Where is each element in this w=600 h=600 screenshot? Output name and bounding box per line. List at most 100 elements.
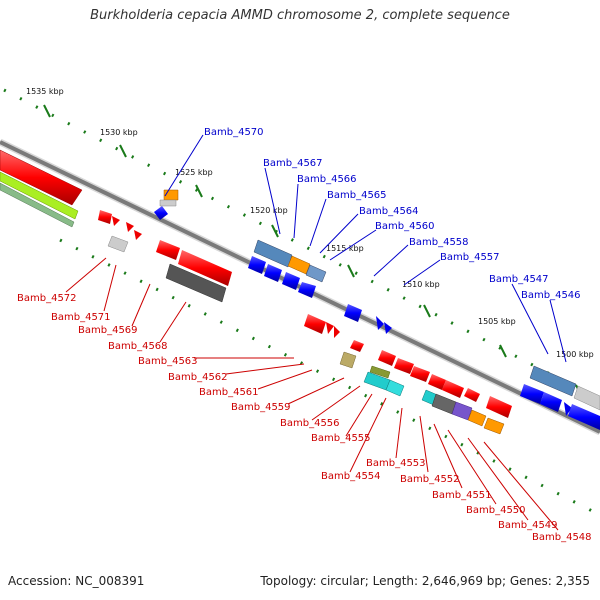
feature-blue[interactable] (298, 282, 316, 298)
major-tick (423, 304, 431, 318)
feature-red[interactable] (304, 314, 326, 334)
feature-red[interactable] (410, 366, 430, 382)
gene-label[interactable]: Bamb_4547 (489, 274, 549, 285)
left-edge-features (0, 149, 83, 228)
forward-leader-lines (164, 134, 567, 363)
gene-label[interactable]: Bamb_4546 (521, 290, 581, 301)
feature-red[interactable] (378, 350, 396, 366)
leader-line (373, 244, 409, 277)
feature-red[interactable] (486, 396, 512, 418)
gene-label[interactable]: Bamb_4554 (321, 471, 381, 482)
tick-label: 1505 kbp (478, 317, 516, 326)
feature-blue[interactable] (520, 384, 544, 404)
feature-darkgray[interactable] (165, 263, 227, 303)
gene-label[interactable]: Bamb_4551 (432, 490, 492, 501)
gene-label[interactable]: Bamb_4564 (359, 206, 419, 217)
gene-label[interactable]: Bamb_4570 (204, 127, 264, 138)
leader-line (225, 363, 305, 375)
gene-label[interactable]: Bamb_4571 (51, 312, 111, 323)
gene-label[interactable]: Bamb_4557 (440, 252, 500, 263)
gene-label[interactable]: Bamb_4552 (400, 474, 460, 485)
gene-label[interactable]: Bamb_4563 (138, 356, 198, 367)
gene-label[interactable]: Bamb_4549 (498, 520, 558, 531)
leader-line (293, 183, 299, 239)
gene-label[interactable]: Bamb_4565 (327, 190, 387, 201)
feature-steelblue[interactable] (529, 365, 577, 397)
gene-label[interactable]: Bamb_4556 (280, 418, 340, 429)
major-tick (195, 184, 203, 198)
major-tick (499, 344, 507, 358)
accession-label: Accession: NC_008391 (8, 574, 145, 588)
feature-gray-right[interactable] (573, 385, 600, 411)
feature-orange[interactable] (483, 417, 505, 435)
feature-blue[interactable] (568, 404, 600, 430)
feature-blue[interactable] (344, 304, 362, 322)
reverse-strand-features (98, 210, 512, 435)
feature-gray[interactable] (107, 235, 129, 253)
gene-label[interactable]: Bamb_4569 (78, 325, 138, 336)
feature-orange[interactable] (287, 255, 311, 275)
leader-line (549, 299, 567, 363)
gene-label[interactable]: Bamb_4568 (108, 341, 168, 352)
gene-label[interactable]: Bamb_4550 (466, 505, 526, 516)
feature-blue[interactable] (264, 264, 282, 282)
gene-label[interactable]: Bamb_4566 (297, 174, 357, 185)
feature-steelblue[interactable] (305, 264, 327, 283)
genome-summary: Topology: circular; Length: 2,646,969 bp… (260, 574, 590, 588)
outer-tick-rail (3, 88, 600, 402)
reverse-leader-lines (65, 257, 559, 531)
gene-label[interactable]: Bamb_4548 (532, 532, 592, 543)
leader-line (65, 257, 107, 293)
feature-red[interactable] (112, 216, 120, 226)
leader-line (264, 167, 281, 235)
gene-label[interactable]: Bamb_4555 (311, 433, 371, 444)
gene-label[interactable]: Bamb_4559 (231, 402, 291, 413)
feature-red[interactable] (98, 210, 112, 224)
feature-darkgray[interactable] (431, 393, 457, 415)
leader-line (349, 397, 387, 473)
feature-red[interactable] (334, 326, 340, 338)
feature-blue[interactable] (564, 402, 572, 416)
feature-red[interactable] (350, 340, 364, 352)
leader-line (257, 369, 313, 390)
gene-label[interactable]: Bamb_4558 (409, 237, 469, 248)
major-tick (119, 144, 127, 158)
feature-red[interactable] (178, 250, 232, 286)
feature-gray[interactable] (159, 199, 177, 207)
leader-line (403, 259, 441, 286)
feature-cyan[interactable] (385, 379, 405, 397)
gene-label[interactable]: Bamb_4562 (168, 372, 228, 383)
feature-red[interactable] (428, 374, 446, 390)
gene-label[interactable]: Bamb_4561 (199, 387, 259, 398)
feature-blue[interactable] (248, 256, 266, 274)
feature-red[interactable] (126, 222, 134, 232)
page-title: Burkholderia cepacia AMMD chromosome 2, … (90, 8, 510, 23)
feature-red[interactable] (326, 322, 334, 334)
feature-red[interactable] (442, 380, 464, 398)
feature-blue[interactable] (376, 316, 384, 330)
gene-label[interactable]: Bamb_4567 (263, 158, 323, 169)
gene-label[interactable]: Bamb_4553 (366, 458, 426, 469)
feature-olive[interactable] (369, 365, 391, 379)
gene-label[interactable]: Bamb_4560 (375, 221, 435, 232)
feature-bamb-4570[interactable] (154, 206, 168, 220)
feature-red[interactable] (464, 388, 480, 402)
scale-labels: 1535 kbp 1530 kbp 1525 kbp 1520 kbp 1515… (26, 87, 594, 359)
feature-red[interactable] (394, 358, 414, 374)
feature-khaki[interactable] (339, 351, 357, 369)
feature-red[interactable] (134, 230, 142, 240)
feature-blue[interactable] (540, 392, 562, 412)
feature-blue[interactable] (384, 322, 392, 334)
leader-line (103, 264, 117, 312)
tick-label: 1500 kbp (556, 350, 594, 359)
leader-line (345, 393, 373, 437)
feature-orange[interactable] (467, 409, 487, 427)
tick-label: 1510 kbp (402, 280, 440, 289)
gene-label[interactable]: Bamb_4572 (17, 293, 77, 304)
leader-line (467, 437, 529, 521)
feature-red[interactable] (156, 240, 180, 260)
feature-steelblue[interactable] (253, 239, 293, 268)
tick-label: 1530 kbp (100, 128, 138, 137)
feature-blue[interactable] (282, 272, 300, 290)
